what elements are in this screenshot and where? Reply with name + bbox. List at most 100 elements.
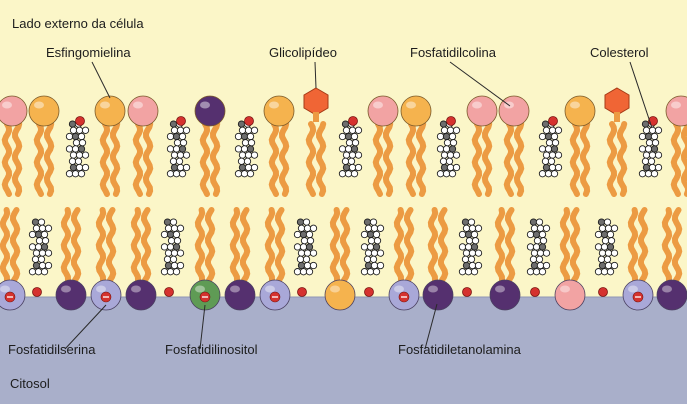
head-highlight [269,101,279,109]
cholesterol-molecule [594,218,619,276]
head-highlight [100,101,110,109]
label-cytosol: Citosol [10,376,50,391]
fatty-acid-tail [278,121,290,197]
leader-line [629,61,653,129]
fatty-acid-tail [393,207,405,283]
fatty-acid-tail [329,207,341,283]
fatty-acid-tail [109,121,121,197]
hydroxyl-group [164,287,174,297]
cytosol-region [0,297,687,404]
head-highlight [406,101,416,109]
fatty-acid-tail [130,207,142,283]
fatty-acid-tail [194,207,206,283]
label-phosphatidylethanolamine: Fosfatidiletanolamina [398,342,521,357]
fatty-acid-tail [437,207,449,283]
fatty-acid-tail [60,207,72,283]
head-highlight [230,285,240,293]
head-highlight [61,285,71,293]
phospholipid-head [324,279,356,311]
hydroxyl-group [32,287,42,297]
phospholipid-head [125,279,157,311]
fatty-acid-tail [661,207,673,283]
head-highlight [373,101,383,109]
leader-line [314,61,317,89]
phospholipid-head [554,279,586,311]
fatty-acid-tail [513,121,525,197]
head-highlight [133,101,143,109]
fatty-acid-tail [1,121,13,197]
fatty-acid-tail [99,121,111,197]
hydroxyl-group [297,287,307,297]
phospholipid-head [94,95,126,127]
fatty-acid-tail [569,121,581,197]
fatty-acid-tail [199,121,211,197]
fatty-acid-tail [670,121,682,197]
phospholipid-head [489,279,521,311]
fatty-acid-tail [209,121,221,197]
fatty-acid-tail [606,121,618,197]
phospholipid-head [0,95,28,127]
cholesterol-molecule [28,218,53,276]
phospholipid-head [127,95,159,127]
fatty-acid-tail [305,121,317,197]
cholesterol-molecule [526,218,551,276]
fatty-acid-tail [503,121,515,197]
head-highlight [265,285,275,293]
hydroxyl-group [75,116,85,126]
fatty-acid-tail [382,121,394,197]
fatty-acid-tail [579,121,591,197]
phospholipid-head [466,95,498,127]
leader-line [199,304,206,350]
head-highlight [495,285,505,293]
cholesterol-molecule [638,120,663,178]
fatty-acid-tail [637,207,649,283]
phospholipid-head [564,95,596,127]
phospholipid-head [422,279,454,311]
hydroxyl-group [348,116,358,126]
cholesterol-molecule [338,120,363,178]
fatty-acid-tail [403,207,415,283]
phospholipid-head [656,279,687,311]
hydroxyl-group [446,116,456,126]
hydroxyl-group [530,287,540,297]
hydroxyl-group [364,287,374,297]
fatty-acid-tail [142,121,154,197]
head-highlight [195,285,205,293]
fatty-acid-tail [680,121,687,197]
fatty-acid-tail [0,207,11,283]
leader-line [449,61,511,107]
head-highlight [131,285,141,293]
fatty-acid-tail [239,207,251,283]
cholesterol-molecule [458,218,483,276]
head-highlight [628,285,638,293]
fatty-acid-tail [415,121,427,197]
hydroxyl-group [548,116,558,126]
fatty-acid-tail [504,207,516,283]
head-highlight [472,101,482,109]
head-highlight [0,285,10,293]
cholesterol-molecule [538,120,563,178]
fatty-acid-tail [274,207,286,283]
head-highlight [2,101,12,109]
fatty-acid-tail [229,207,241,283]
head-highlight [200,101,210,109]
fatty-acid-tail [559,207,571,283]
hydroxyl-group [176,116,186,126]
fatty-acid-tail [268,121,280,197]
fatty-acid-tail [372,121,384,197]
fatty-acid-tail [627,207,639,283]
fatty-acid-tail [140,207,152,283]
fatty-acid-tail [405,121,417,197]
head-highlight [560,285,570,293]
cholesterol-molecule [234,120,259,178]
phospholipid-head [665,95,687,127]
head-highlight [96,285,106,293]
label-phosphatidylinositol: Fosfatidilinositol [165,342,258,357]
phospholipid-head [367,95,399,127]
phospholipid-head [400,95,432,127]
leader-line [424,303,438,350]
fatty-acid-tail [471,121,483,197]
fatty-acid-tail [43,121,55,197]
fatty-acid-tail [33,121,45,197]
